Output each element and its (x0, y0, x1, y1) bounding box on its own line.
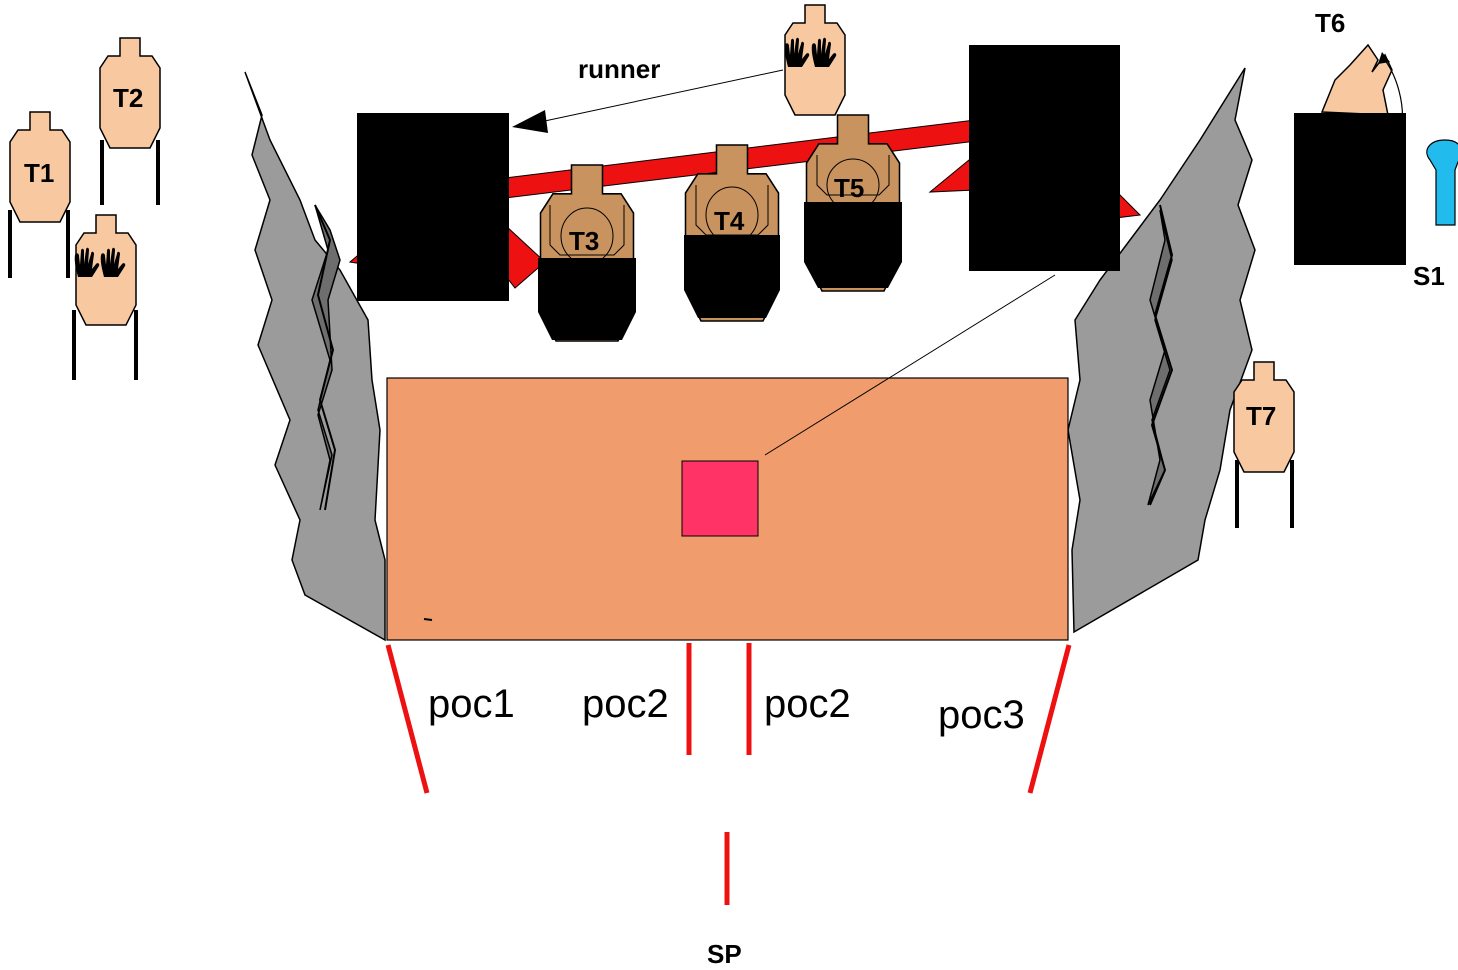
barricade-left (244, 71, 386, 642)
target-t1: T1 (8, 111, 71, 278)
wall-right (969, 45, 1120, 271)
runner-label: runner (578, 54, 660, 84)
target-t4: T4 (684, 144, 780, 322)
fault-lines (385, 643, 1072, 905)
popper-icon (1426, 139, 1458, 226)
wall-t6 (1294, 113, 1406, 265)
target-t7: T7 (1233, 361, 1295, 528)
position-label-poc2-left: poc2 (582, 682, 669, 726)
runner-arrow: runner (512, 54, 784, 133)
steel-label-s1: S1 (1413, 261, 1445, 291)
target-t3: T3 (538, 164, 636, 342)
target-label-t3: T3 (569, 226, 599, 256)
marker-leader-line (764, 274, 1056, 456)
target-label-t4: T4 (714, 206, 745, 236)
position-label-poc2-right: poc2 (764, 682, 851, 726)
target-t2: T2 (99, 37, 161, 205)
target-label-t6: T6 (1315, 8, 1345, 38)
position-label-poc1: poc1 (428, 682, 515, 726)
marker-square (681, 460, 759, 537)
target-label-t5: T5 (834, 173, 864, 203)
target-t6: T6 (1294, 8, 1406, 265)
wall-left (357, 113, 509, 301)
target-label-t1: T1 (24, 158, 54, 188)
target-t5: T5 (804, 114, 902, 292)
start-position-label: SP (707, 939, 742, 969)
position-label-poc3: poc3 (938, 693, 1025, 737)
no-shoot-left (72, 214, 138, 380)
target-label-t7: T7 (1246, 401, 1276, 431)
no-shoot-runner (784, 4, 846, 116)
steel-s1: S1 (1413, 139, 1458, 291)
target-label-t2: T2 (113, 83, 143, 113)
